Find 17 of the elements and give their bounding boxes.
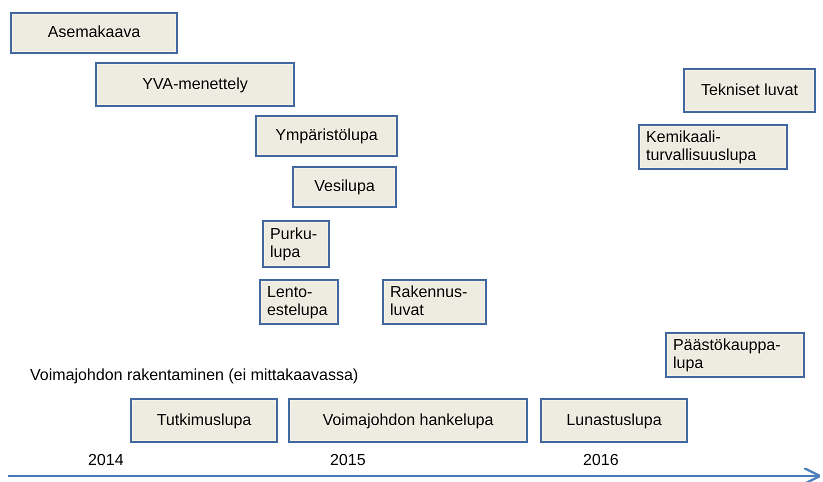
permit-box: Voimajohdon hankelupa	[288, 398, 528, 443]
permit-box: Kemikaali-turvallisuuslupa	[638, 124, 788, 170]
permit-box: Päästökauppa-lupa	[665, 332, 805, 378]
caption-text: Voimajohdon rakentaminen (ei mittakaavassa)	[30, 367, 358, 385]
permit-box: Asemakaava	[10, 12, 178, 54]
permit-box: Tutkimuslupa	[130, 398, 278, 443]
permit-box: YVA-menettely	[95, 62, 295, 107]
permit-box: Tekniset luvat	[683, 68, 816, 113]
permit-box: Lunastuslupa	[540, 398, 688, 443]
permit-box: Lento-estelupa	[259, 279, 339, 325]
year-label: 2014	[88, 452, 124, 470]
permit-box: Rakennus-luvat	[382, 279, 487, 325]
permit-box: Purku-lupa	[262, 220, 330, 268]
permit-box: Ympäristölupa	[255, 115, 398, 157]
permit-box: Vesilupa	[292, 166, 397, 208]
year-label: 2015	[330, 452, 366, 470]
year-label: 2016	[583, 452, 619, 470]
